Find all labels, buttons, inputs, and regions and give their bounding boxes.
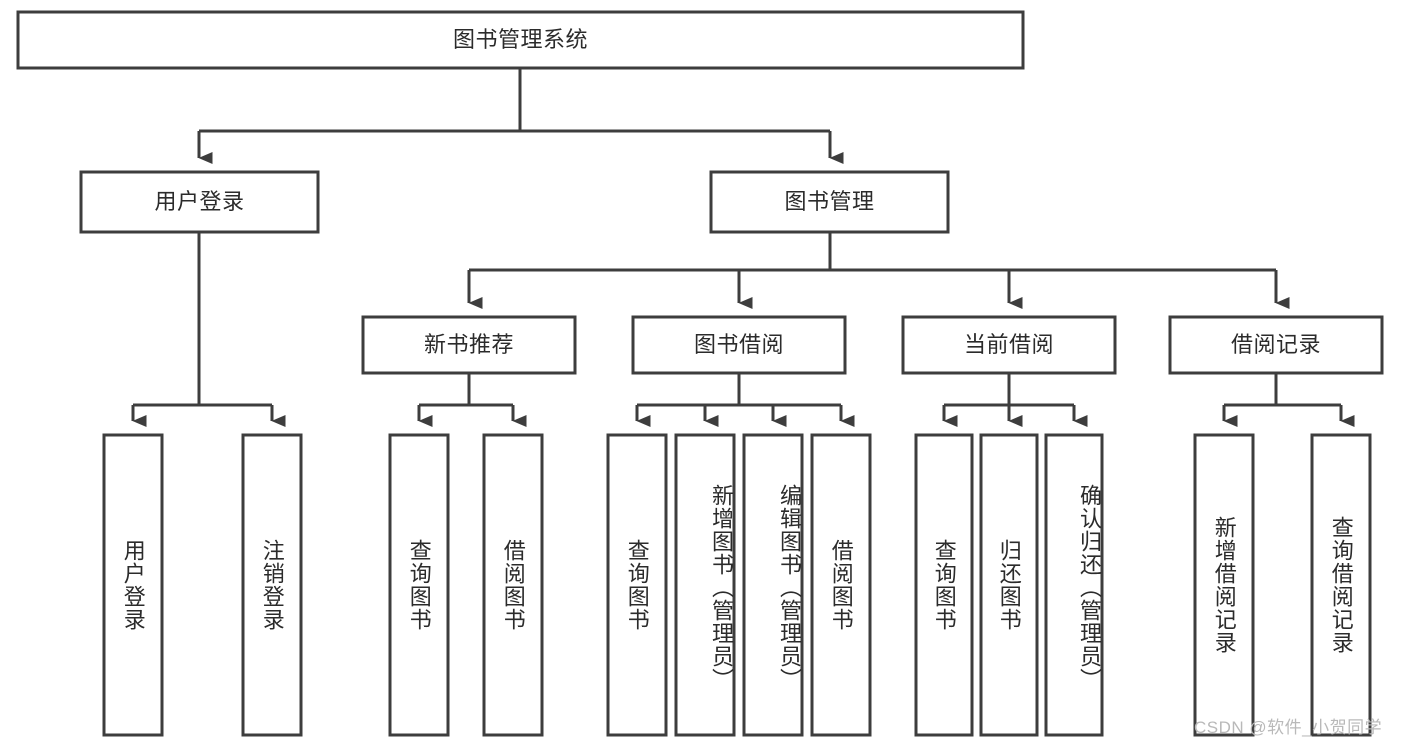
node-box-book-borrow[interactable] bbox=[631, 315, 847, 375]
node-box-leaf-add-record[interactable] bbox=[1193, 433, 1255, 737]
node-box-leaf-query-record[interactable] bbox=[1310, 433, 1372, 737]
node-box-book-manage[interactable] bbox=[709, 170, 950, 234]
node-box-leaf-borrow-book-2[interactable] bbox=[810, 433, 872, 737]
node-box-leaf-edit-book[interactable] bbox=[742, 433, 804, 737]
node-box-leaf-borrow-book-1[interactable] bbox=[482, 433, 544, 737]
node-box-leaf-query-book-2[interactable] bbox=[606, 433, 668, 737]
node-box-user-login[interactable] bbox=[79, 170, 320, 234]
node-box-root[interactable] bbox=[16, 10, 1025, 70]
node-box-current-borrow[interactable] bbox=[901, 315, 1117, 375]
node-box-borrow-record[interactable] bbox=[1168, 315, 1384, 375]
node-box-leaf-add-book[interactable] bbox=[674, 433, 736, 737]
node-box-leaf-query-book-1[interactable] bbox=[388, 433, 450, 737]
node-box-leaf-query-book-3[interactable] bbox=[914, 433, 974, 737]
node-box-leaf-user-login[interactable] bbox=[102, 433, 164, 737]
node-box-leaf-return-book[interactable] bbox=[979, 433, 1039, 737]
node-box-leaf-confirm-return[interactable] bbox=[1044, 433, 1104, 737]
node-box-new-book-rec[interactable] bbox=[361, 315, 577, 375]
node-box-leaf-logout[interactable] bbox=[241, 433, 303, 737]
